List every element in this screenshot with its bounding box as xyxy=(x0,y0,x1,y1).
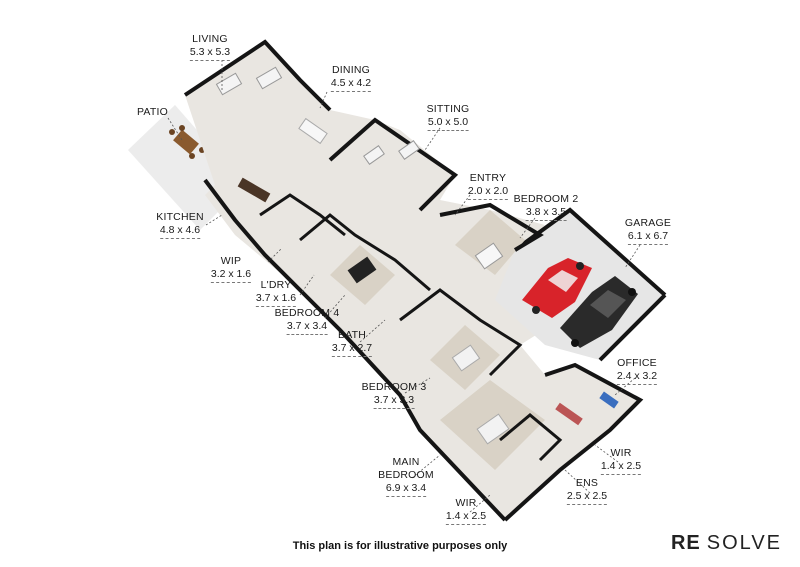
label-wip: WIP 3.2 x 1.6 xyxy=(210,255,252,283)
room-dimensions: 3.7 x 1.6 xyxy=(255,292,297,307)
label-wir-1: WIR 1.4 x 2.5 xyxy=(600,447,642,475)
room-dimensions: 2.5 x 2.5 xyxy=(566,490,608,505)
dining-table-icon xyxy=(298,117,328,145)
label-office: OFFICE 2.4 x 3.2 xyxy=(616,357,658,385)
garage-walls xyxy=(513,207,667,297)
label-wir-2: WIR 1.4 x 2.5 xyxy=(445,497,487,525)
room-dimensions: 6.1 x 6.7 xyxy=(627,230,669,245)
room-dimensions: 5.3 x 5.3 xyxy=(189,46,231,61)
bed-icon xyxy=(347,242,510,445)
room-dimensions: 4.8 x 4.6 xyxy=(159,224,201,239)
room-dimensions: 3.7 x 3.3 xyxy=(373,394,415,409)
room-name: ENS xyxy=(575,477,599,489)
label-bedroom4: BEDROOM 4 3.7 x 3.4 xyxy=(275,307,340,335)
red-car-icon xyxy=(522,258,592,318)
label-bedroom2: BEDROOM 2 3.8 x 3.5 xyxy=(514,193,579,221)
room-dimensions: 3.8 x 3.5 xyxy=(525,206,567,221)
room-dimensions: 3.7 x 2.7 xyxy=(331,342,373,357)
label-kitchen: KITCHEN 4.8 x 4.6 xyxy=(156,211,204,239)
room-name: KITCHEN xyxy=(156,211,204,223)
sitting-sofa-icon xyxy=(363,140,420,165)
room-dimensions: 1.4 x 2.5 xyxy=(445,510,487,525)
room-dimensions: 6.9 x 3.4 xyxy=(385,482,427,497)
label-living: LIVING 5.3 x 5.3 xyxy=(189,33,231,61)
label-bath: BATH 3.7 x 2.7 xyxy=(331,329,373,357)
label-main-bedroom: MAIN BEDROOM 6.9 x 3.4 xyxy=(378,456,434,497)
label-garage: GARAGE 6.1 x 6.7 xyxy=(625,217,671,245)
exterior-walls xyxy=(183,39,332,112)
sofa-icon xyxy=(215,66,283,96)
room-name: PATIO xyxy=(137,106,168,118)
room-name: DINING xyxy=(332,64,370,76)
room-name: BEDROOM 3 xyxy=(361,381,427,393)
room-name: ENTRY xyxy=(469,172,507,184)
room-name: GARAGE xyxy=(624,217,672,229)
interior-walls-1 xyxy=(399,288,523,377)
room-name: BATH xyxy=(337,329,367,341)
brand-logo-part2: SOLVE xyxy=(706,532,782,554)
garage-wall-right xyxy=(598,293,667,362)
room-dimensions: 2.4 x 3.2 xyxy=(616,370,658,385)
label-ens: ENS 2.5 x 2.5 xyxy=(566,477,608,505)
room-dimensions: 3.7 x 3.4 xyxy=(286,320,328,335)
label-sitting: SITTING 5.0 x 5.0 xyxy=(427,103,470,131)
label-entry: ENTRY 2.0 x 2.0 xyxy=(467,172,509,200)
label-dining: DINING 4.5 x 4.2 xyxy=(330,64,372,92)
room-name: OFFICE xyxy=(617,357,657,369)
interior-walls-2 xyxy=(299,213,431,292)
room-dimensions: 4.5 x 4.2 xyxy=(330,77,372,92)
room-name: WIR xyxy=(455,497,477,509)
room-dimensions: 2.0 x 2.0 xyxy=(467,185,509,200)
room-name: LIVING xyxy=(192,33,228,45)
room-dimensions: 3.2 x 1.6 xyxy=(210,268,252,283)
house-floor xyxy=(185,42,640,520)
disclaimer-text: This plan is for illustrative purposes o… xyxy=(292,540,508,552)
room-name: WIR xyxy=(610,447,632,459)
label-ldry: L'DRY 3.7 x 1.6 xyxy=(255,279,297,307)
brand-logo-part1: RE xyxy=(670,532,701,554)
room-dimensions: 5.0 x 5.0 xyxy=(427,116,469,131)
kitchen-island-icon xyxy=(237,177,271,203)
room-name: BEDROOM 2 xyxy=(513,193,579,205)
office-desk-icon xyxy=(599,391,619,409)
room-name-line2: BEDROOM xyxy=(378,469,434,481)
interior-walls-3 xyxy=(259,193,346,237)
room-name: L'DRY xyxy=(260,279,292,291)
label-patio: PATIO xyxy=(137,106,168,119)
label-bedroom3: BEDROOM 3 3.7 x 3.3 xyxy=(362,381,427,409)
room-name: BEDROOM 4 xyxy=(274,307,340,319)
bedroom2-floor xyxy=(455,210,525,275)
interior-walls-4 xyxy=(499,413,563,462)
west-walls xyxy=(203,178,507,522)
room-name-line1: MAIN xyxy=(392,456,420,468)
room-dimensions: 1.4 x 2.5 xyxy=(600,460,642,475)
room-name: WIP xyxy=(220,255,242,267)
label-leader-lines xyxy=(167,60,641,513)
wardrobe-icon xyxy=(555,402,583,426)
east-walls xyxy=(439,202,544,252)
room-name: SITTING xyxy=(426,103,470,115)
black-car-icon xyxy=(560,276,638,348)
south-walls xyxy=(503,362,644,522)
